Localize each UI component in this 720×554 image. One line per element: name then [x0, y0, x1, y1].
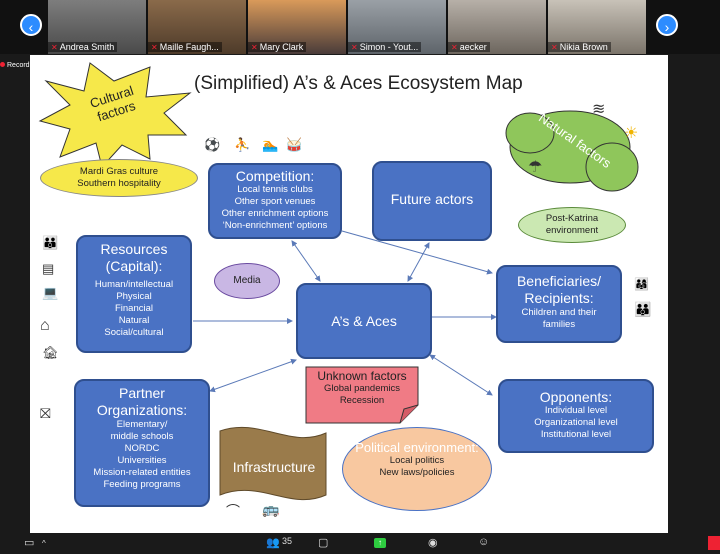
swimmer-icon: 🏊: [262, 137, 279, 152]
participant-tile[interactable]: ✕Mary Clark: [248, 0, 346, 54]
participant-name: aecker: [459, 42, 487, 52]
muted-mic-icon: ✕: [51, 43, 58, 52]
record-icon[interactable]: ◉: [428, 537, 438, 549]
family-icon: 👪: [634, 301, 652, 317]
political-environment-oval: Political environment: Local politics Ne…: [342, 427, 492, 511]
house-icon: ⌂: [40, 317, 50, 334]
natural-factors-cloud: [505, 110, 639, 192]
money-stack-icon: ▤: [42, 261, 55, 276]
participant-tile[interactable]: ✕Nikia Brown: [548, 0, 646, 54]
competition-box: Competition: Local tennis clubs Other sp…: [208, 163, 342, 239]
prev-page-button[interactable]: ‹: [20, 14, 42, 36]
sun-icon: ☀: [624, 125, 639, 142]
muted-mic-icon: ✕: [351, 43, 358, 52]
chevron-up-icon[interactable]: ^: [42, 539, 46, 548]
partners-box: Partner Organizations: Elementary/ middl…: [74, 379, 210, 507]
people-icon: 👪: [42, 235, 59, 250]
media-oval: Media: [214, 263, 280, 299]
recording-indicator[interactable]: Record: [0, 62, 30, 69]
infrastructure-label: Infrastructure: [232, 459, 316, 475]
waves-icon: ≋: [592, 101, 606, 118]
opponents-box: Opponents: Individual level Organization…: [498, 379, 654, 453]
bus-icon: 🚌: [262, 501, 280, 517]
participant-name: Maille Faugh...: [159, 42, 219, 52]
participant-name: Simon - Yout...: [359, 42, 419, 52]
recording-label: Record: [7, 62, 30, 69]
leave-button[interactable]: [708, 536, 720, 550]
camera-icon[interactable]: ▭: [24, 537, 35, 549]
center-box: A’s & Aces: [296, 283, 432, 359]
soccer-goal-icon: ⚽: [204, 137, 221, 152]
drum-icon: 🥁: [286, 137, 303, 152]
participant-tile[interactable]: ✕aecker: [448, 0, 546, 54]
participant-tile[interactable]: ✕Andrea Smith: [48, 0, 146, 54]
natural-factors-oval: Post-Katrina environment: [518, 207, 626, 243]
muted-mic-icon: ✕: [251, 43, 258, 52]
beneficiaries-box: Beneficiaries/ Recipients: Children and …: [496, 265, 622, 343]
participants-count: 35: [282, 536, 293, 546]
cultural-factors-oval: Mardi Gras culture Southern hospitality: [40, 159, 198, 197]
share-screen-icon[interactable]: ↑: [374, 538, 386, 548]
reactions-icon[interactable]: ☺: [478, 536, 490, 548]
participant-name: Nikia Brown: [559, 42, 608, 52]
chat-icon[interactable]: ▢: [318, 537, 329, 549]
sports-player-icon: ⛹: [234, 137, 251, 152]
participant-tile[interactable]: ✕Simon - Yout...: [348, 0, 446, 54]
participants-icon[interactable]: 👥: [266, 537, 280, 549]
muted-mic-icon: ✕: [151, 43, 158, 52]
muted-mic-icon: ✕: [551, 43, 558, 52]
cultural-factors-burst: [38, 62, 192, 169]
record-dot-icon: [0, 62, 5, 67]
bridge-icon: ⌒: [226, 503, 240, 519]
rain-cloud-icon: ☂: [528, 159, 543, 176]
computer-network-icon: 💻: [42, 285, 59, 300]
shared-screen-slide: (Simplified) A’s & Aces Ecosystem Map Cu…: [30, 55, 668, 533]
meeting-toolbar: ▭ ^ 👥 35 ▢ ↑ ◉ ☺: [0, 533, 720, 554]
infrastructure-banner: [219, 426, 327, 500]
building-icon: 🏚: [42, 345, 59, 360]
muted-mic-icon: ✕: [451, 43, 458, 52]
participant-strip: ‹ ✕Andrea Smith ✕Maille Faugh... ✕Mary C…: [0, 0, 720, 54]
unknown-factors-text: Unknown factors Global pandemics Recessi…: [317, 369, 407, 406]
teacher-board-icon: ⛝: [40, 405, 51, 421]
future-actors-box: Future actors: [372, 161, 492, 241]
participant-tile[interactable]: ✕Maille Faugh...: [148, 0, 246, 54]
next-page-button[interactable]: ›: [656, 14, 678, 36]
participant-name: Andrea Smith: [59, 42, 115, 52]
participant-name: Mary Clark: [259, 42, 304, 52]
resources-box: Resources (Capital): Human/intellectual …: [76, 235, 192, 353]
family-group-icon: 👨‍👩‍👧: [634, 277, 649, 291]
connector-arrows: [38, 62, 639, 500]
slide-title: (Simplified) A’s & Aces Ecosystem Map: [194, 73, 523, 94]
